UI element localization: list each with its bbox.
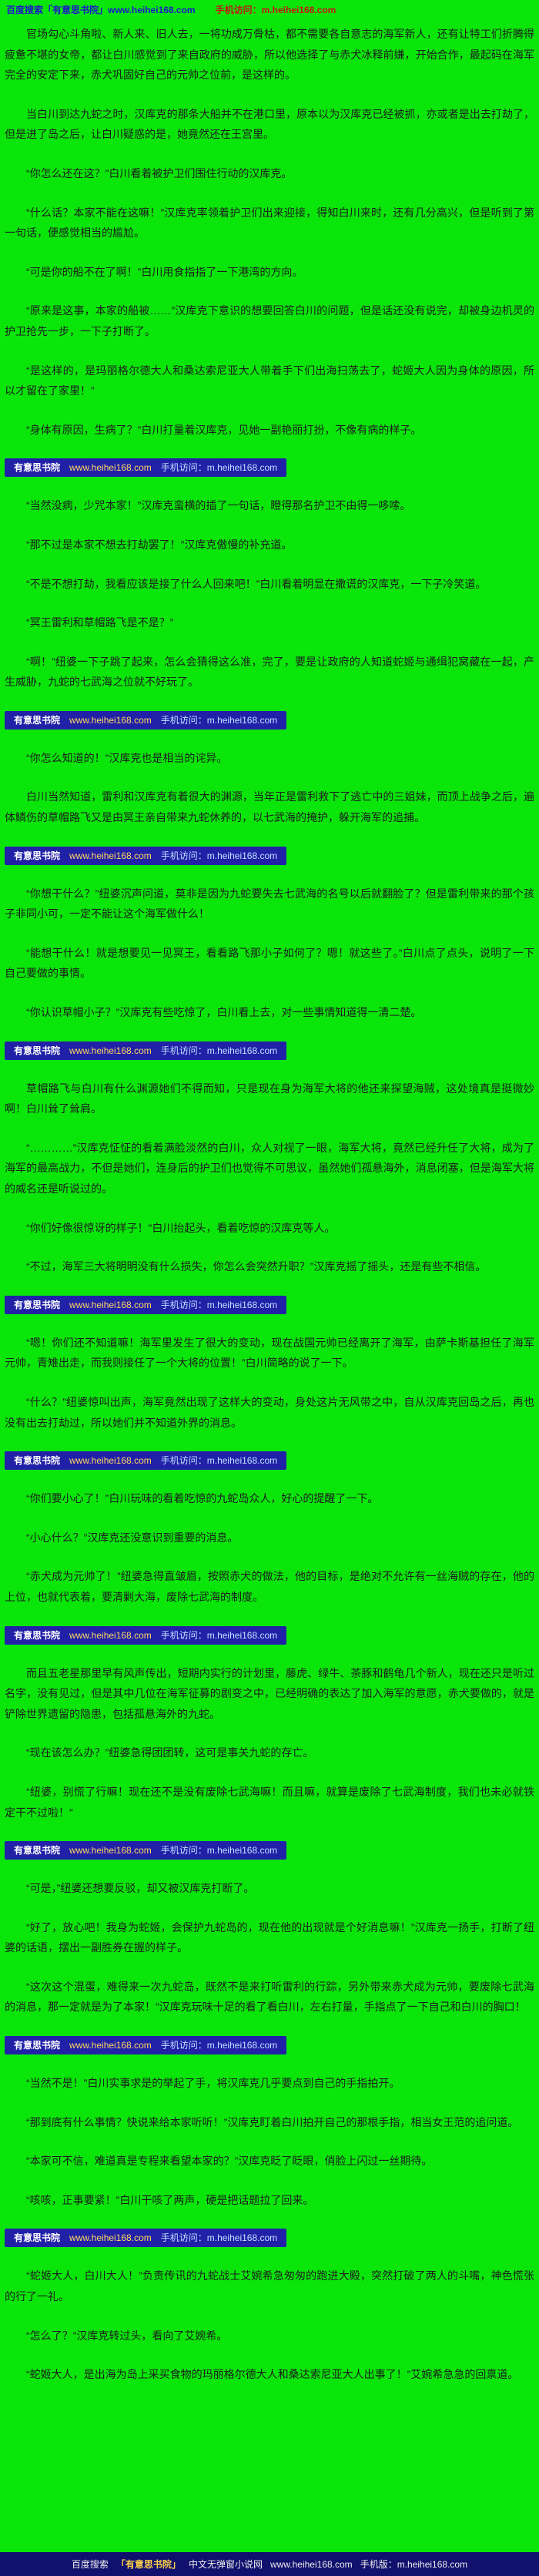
chapter-paragraph: “蛇姬大人，白川大人！”负责传讯的九蛇战士艾婉希急匆匆的跑进大殿，突然打破了两人… <box>5 2269 534 2303</box>
chapter-paragraph: 白川当然知道，雷利和汉库克有着很大的渊源，当年正是雷利救下了逃亡中的三姐妹，而顶… <box>5 790 534 824</box>
watermark-site-url: www.heihei168.com <box>69 462 152 474</box>
chapter-paragraph: “什么话？本家不能在这嘛！”汉库克率领着护卫们出来迎接，得知白川来时，还有几分高… <box>5 206 534 240</box>
chapter-paragraph: “你怎么知道的！”汉库克也是相当的诧异。 <box>26 751 228 764</box>
inline-watermark-bar: 有意思书院 www.heihei168.com 手机访问：m.heihei168.c… <box>5 1295 287 1314</box>
inline-watermark-bar: 有意思书院 www.heihei168.com 手机访问：m.heihei168.c… <box>5 1451 287 1471</box>
footer-prefix-text: 百度搜索 <box>71 2559 109 2570</box>
chapter-paragraph: 官场勾心斗角啦、新人来、旧人去，一将功成万骨枯，都不需要各自意志的海军新人，还有… <box>5 28 534 82</box>
watermark-site-name: 有意思书院 <box>14 2232 61 2244</box>
footer-middle-text: 中文无弹窗小说网 <box>188 2559 263 2570</box>
top-watermark-search-text: 百度搜索「有意思书院」www.heihei168.com <box>6 5 196 15</box>
chapter-paragraph: “本家可不信，难道真是专程来看望本家的？”汉库克眨了眨眼，俏脸上闪过一丝期待。 <box>26 2155 433 2168</box>
chapter-paragraph: 而且五老星那里早有风声传出，短期内实行的计划里，藤虎、绿牛、茶豚和鹤龟几个新人，… <box>5 1666 534 1720</box>
chapter-paragraph: 当白川到达九蛇之时，汉库克的那条大船并不在港口里，原本以为汉库克已经被抓，亦或者… <box>5 107 534 141</box>
watermark-site-name: 有意思书院 <box>14 1455 61 1467</box>
watermark-mobile-url: 手机访问：m.heihei168.com <box>160 1629 278 1641</box>
chapter-paragraph: “这次这个混蛋，难得来一次九蛇岛，既然不是来打听雷利的行踪，另外带来赤犬成为元帅… <box>5 1980 534 2014</box>
chapter-paragraph: “可是你的船不在了啊！”白川用食指指了一下港湾的方向。 <box>26 265 303 278</box>
chapter-paragraph: “身体有原因，生病了？”白川打量着汉库克，见她一副艳丽打扮，不像有病的样子。 <box>26 423 422 436</box>
watermark-site-name: 有意思书院 <box>14 714 61 726</box>
chapter-paragraph: 草帽路飞与白川有什么渊源她们不得而知，只是现在身为海军大将的他还来探望海贼，这处… <box>5 1082 534 1115</box>
watermark-site-url: www.heihei168.com <box>69 1455 152 1467</box>
watermark-site-name: 有意思书院 <box>14 1629 61 1641</box>
inline-watermark-bar: 有意思书院 www.heihei168.com 手机访问：m.heihei168.c… <box>5 1625 287 1645</box>
chapter-paragraph: “纽婆，别慌了行嘛！现在还不是没有废除七武海嘛！而且嘛，就算是废除了七武海制度，… <box>5 1785 534 1819</box>
chapter-paragraph: “可是，”纽婆还想要反驳，却又被汉库克打断了。 <box>26 1882 255 1895</box>
inline-watermark-bar: 有意思书院 www.heihei168.com 手机访问：m.heihei168.c… <box>5 1041 287 1060</box>
watermark-mobile-url: 手机访问：m.heihei168.com <box>160 2040 278 2051</box>
watermark-mobile-url: 手机访问：m.heihei168.com <box>160 1299 278 1310</box>
chapter-paragraph: “你认识草帽小子？”汉库克有些吃惊了，白川看上去，对一些事情知道得一清二楚。 <box>26 1006 422 1019</box>
watermark-mobile-url: 手机访问：m.heihei168.com <box>160 850 278 861</box>
watermark-mobile-url: 手机访问：m.heihei168.com <box>160 1845 278 1857</box>
chapter-paragraph: “你怎么还在这？”白川看着被护卫们围住行动的汉库克。 <box>26 166 293 179</box>
inline-watermark-bar: 有意思书院 www.heihei168.com 手机访问：m.heihei168.c… <box>5 1841 287 1860</box>
watermark-site-name: 有意思书院 <box>14 2040 61 2051</box>
watermark-site-name: 有意思书院 <box>14 850 61 861</box>
watermark-site-url: www.heihei168.com <box>69 850 152 861</box>
watermark-site-name: 有意思书院 <box>14 1045 61 1056</box>
chapter-paragraph: “能想干什么！就是想要见一见冥王，看看路飞那小子如何了？嗯！就这些了。”白川点了… <box>5 946 534 980</box>
chapter-paragraph: “冥王雷利和草帽路飞是不是？” <box>26 616 174 629</box>
chapter-paragraph: “怎么了？”汉库克转过头，看向了艾婉希。 <box>26 2329 228 2342</box>
chapter-content: 官场勾心斗角啦、新人来、旧人去，一将功成万骨枯，都不需要各自意志的海军新人，还有… <box>0 18 539 2403</box>
chapter-paragraph: “那到底有什么事情？快说来给本家听听！”汉库克盯着白川拍开自己的那根手指，相当女… <box>26 2115 519 2128</box>
footer-bar: 百度搜索 「有意思书院」 中文无弹窗小说网 www.heihei168.com … <box>0 2552 539 2576</box>
watermark-site-url: www.heihei168.com <box>69 1299 152 1310</box>
chapter-paragraph: “你想干什么？”纽婆沉声问道，莫非是因为九蛇要失去七武海的名号以后就翻脸了？但是… <box>5 887 534 921</box>
chapter-paragraph: “嗯！你们还不知道嘛！海军里发生了很大的变动，现在战国元帅已经离开了海军，由萨卡… <box>5 1336 534 1370</box>
watermark-site-name: 有意思书院 <box>14 1299 61 1310</box>
watermark-mobile-url: 手机访问：m.heihei168.com <box>160 1045 278 1056</box>
chapter-paragraph: “咳咳，正事要紧！”白川干咳了两声，硬是把话题拉了回来。 <box>26 2193 314 2206</box>
inline-watermark-bar: 有意思书院 www.heihei168.com 手机访问：m.heihei168.c… <box>5 458 287 478</box>
watermark-mobile-url: 手机访问：m.heihei168.com <box>160 462 278 474</box>
chapter-paragraph: “你们要小心了！”白川玩味的看着吃惊的九蛇岛众人，好心的提醒了一下。 <box>26 1492 379 1505</box>
chapter-paragraph: “不是不想打劫，我看应该是接了什么人回来吧！”白川看着明显在撒谎的汉库克，一下子… <box>26 577 487 590</box>
footer-site-name: 「有意思书院」 <box>116 2559 181 2570</box>
watermark-mobile-url: 手机访问：m.heihei168.com <box>160 714 278 726</box>
watermark-mobile-url: 手机访问：m.heihei168.com <box>160 1455 278 1467</box>
chapter-paragraph: “…………”汉库克怔怔的看着满脸淡然的白川，众人对视了一眼，海军大将，竟然已经升… <box>5 1141 534 1195</box>
chapter-paragraph: “什么？”纽婆惊叫出声，海军竟然出现了这样大的变动，身处这片无风带之中，自从汉库… <box>5 1395 534 1429</box>
chapter-paragraph: “当然不是！”白川实事求是的举起了手，将汉库克几乎要点到自己的手指拍开。 <box>26 2077 400 2090</box>
chapter-paragraph: “你们好像很惊讶的样子！”白川抬起头，看着吃惊的汉库克等人。 <box>26 1221 336 1234</box>
chapter-paragraph: “赤犬成为元帅了！”纽婆急得直皱眉，按照赤犬的做法，他的目标，是绝对不允许有一丝… <box>5 1570 534 1603</box>
inline-watermark-bar: 有意思书院 www.heihei168.com 手机访问：m.heihei168.c… <box>5 2229 287 2248</box>
inline-watermark-bar: 有意思书院 www.heihei168.com 手机访问：m.heihei168.c… <box>5 2036 287 2055</box>
footer-mobile-url: 手机版：m.heihei168.com <box>360 2559 468 2570</box>
chapter-paragraph: “蛇姬大人，是出海为岛上采买食物的玛丽格尔德大人和桑达索尼亚大人出事了！”艾婉希… <box>26 2368 519 2381</box>
watermark-site-url: www.heihei168.com <box>69 2040 152 2051</box>
inline-watermark-bar: 有意思书院 www.heihei168.com 手机访问：m.heihei168.c… <box>5 710 287 730</box>
chapter-paragraph: “不过，海军三大将明明没有什么损失，你怎么会突然升职？”汉库克摇了摇头，还是有些… <box>26 1260 487 1273</box>
watermark-mobile-url: 手机访问：m.heihei168.com <box>160 2232 278 2244</box>
chapter-paragraph: “当然没病，少咒本家！”汉库克蛮横的插了一句话，瞪得那名护卫不由得一哆嗦。 <box>26 499 411 512</box>
chapter-paragraph: “原来是这事，本家的船被……”汉库克下意识的想要回答白川的问题，但是话还没有说完… <box>5 304 534 337</box>
chapter-paragraph: “好了，放心吧！我身为蛇姬，会保护九蛇岛的，现在他的出现就是个好消息嘛！”汉库克… <box>5 1920 534 1954</box>
chapter-paragraph: “是这样的，是玛丽格尔德大人和桑达索尼亚大人带着手下们出海扫荡去了，蛇姬大人因为… <box>5 364 534 397</box>
watermark-site-url: www.heihei168.com <box>69 714 152 726</box>
chapter-paragraph: “小心什么？”汉库克还没意识到重要的消息。 <box>26 1531 239 1544</box>
watermark-site-name: 有意思书院 <box>14 1845 61 1857</box>
watermark-site-url: www.heihei168.com <box>69 1045 152 1056</box>
top-watermark: 百度搜索「有意思书院」www.heihei168.com 手机访问：m.heih… <box>0 0 539 18</box>
watermark-site-url: www.heihei168.com <box>69 1629 152 1641</box>
chapter-paragraph: “那不过是本家不想去打劫罢了！”汉库克傲慢的补充道。 <box>26 538 293 551</box>
footer-site-url: www.heihei168.com <box>270 2558 353 2570</box>
watermark-site-url: www.heihei168.com <box>69 2232 152 2244</box>
inline-watermark-bar: 有意思书院 www.heihei168.com 手机访问：m.heihei168.c… <box>5 846 287 865</box>
watermark-site-name: 有意思书院 <box>14 462 61 474</box>
chapter-paragraph: “啊！”纽婆一下子跳了起来，怎么会猜得这么准，完了，要是让政府的人知道蛇姬与通缉… <box>5 655 534 689</box>
top-watermark-mobile-text: 手机访问：m.heihei168.com <box>215 5 336 15</box>
chapter-paragraph: “现在该怎么办？”纽婆急得团团转，这可是事关九蛇的存亡。 <box>26 1746 314 1759</box>
watermark-site-url: www.heihei168.com <box>69 1845 152 1857</box>
